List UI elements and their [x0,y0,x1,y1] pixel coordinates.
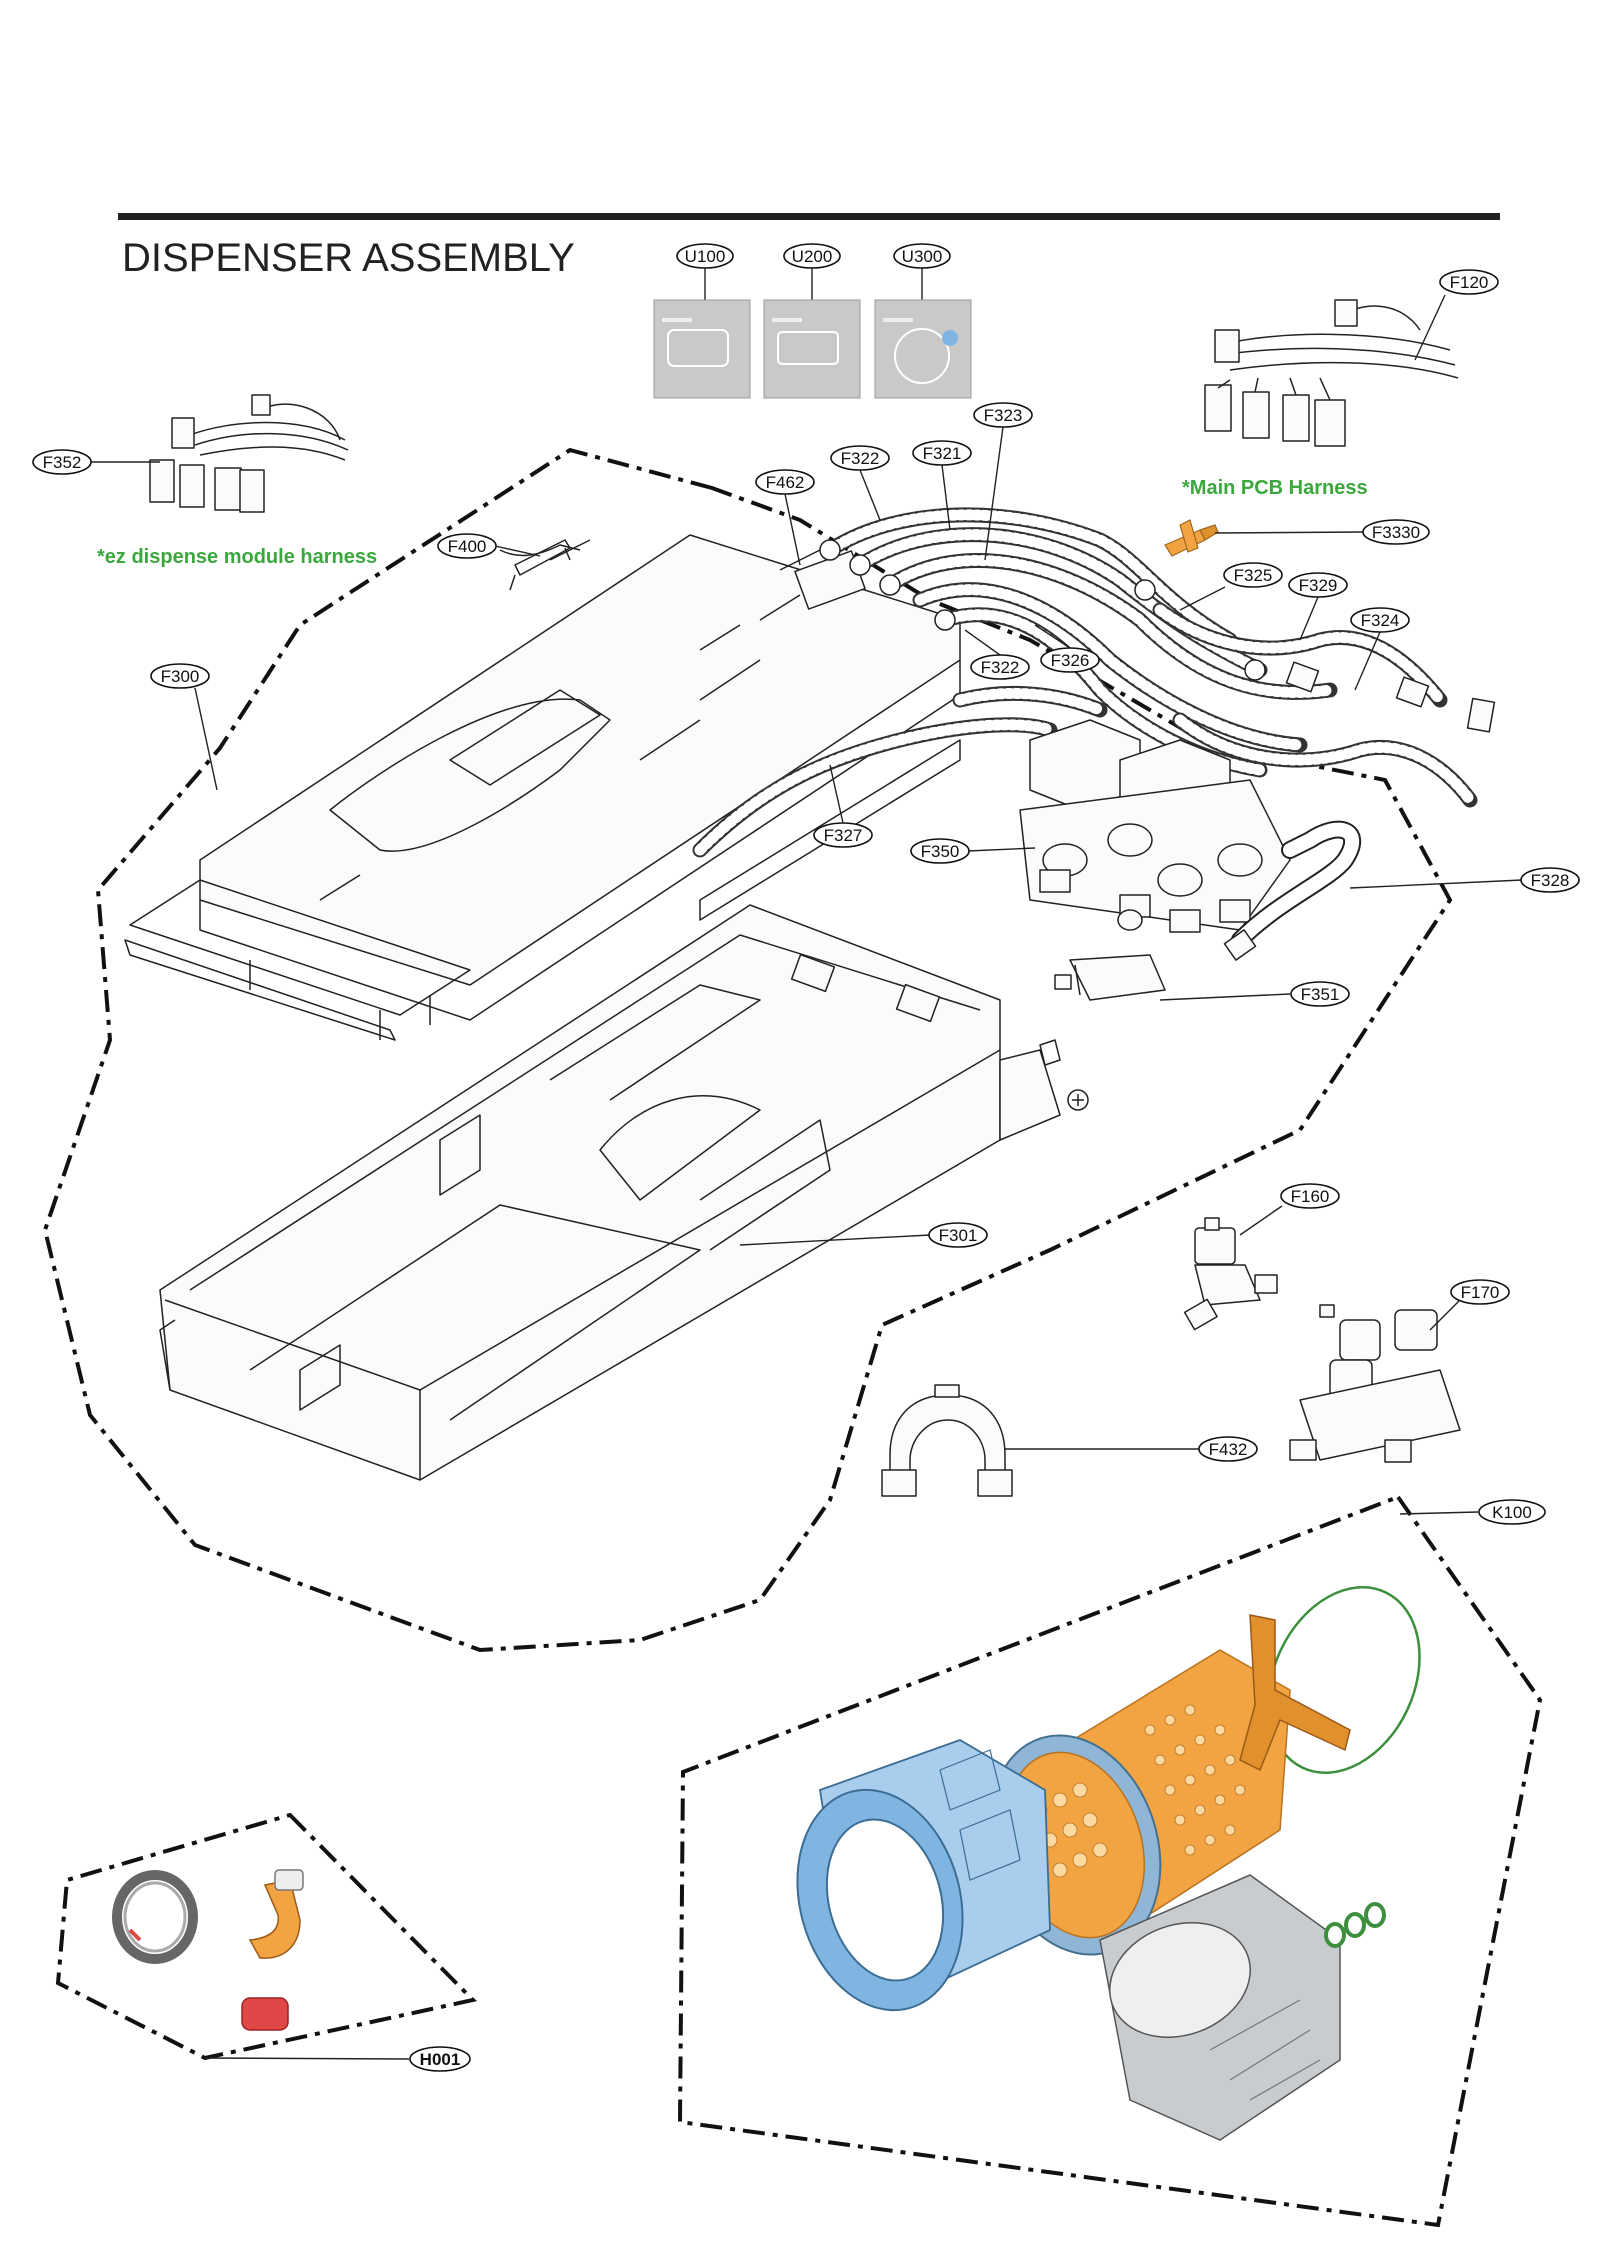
front-tub-blue [796,1739,1051,2012]
callout-bubble-f160 [1280,1183,1340,1209]
callout-f352: F352 [43,453,82,472]
callout-f322-top: F322 [841,449,880,468]
callout-bubble-f322-mid [970,654,1030,680]
callout-f170: F170 [1461,1283,1500,1302]
tub-drum-boundary [677,1494,1543,2228]
elbow-fitting-orange [248,1869,304,1959]
callout-f3330: F3330 [1372,523,1420,542]
pcb-card-u100: U100 [653,243,751,399]
callout-bubble-f432 [1198,1436,1258,1462]
pcb-card-u300: U300 [874,243,972,399]
callout-bubble-f328 [1520,867,1580,893]
callout-f328: F328 [1531,871,1570,890]
drum-spider [1239,1614,1351,1772]
pcb-card-u200: U200 [763,243,861,399]
part-f3330-fitting [1164,519,1219,557]
callout-bubble-f120 [1439,269,1499,295]
callout-bubble-f325 [1223,562,1283,588]
callout-bubble-f170 [1450,1279,1510,1305]
callout-f324: F324 [1361,611,1400,630]
note-ez-dispense-harness: *ez dispense module harness [97,546,377,568]
callout-f120: F120 [1450,273,1489,292]
callout-bubble-f323 [973,402,1033,428]
callout-u200: U200 [792,247,833,266]
page-title: DISPENSER ASSEMBLY [122,236,575,280]
ez-dispense-harness [149,394,349,513]
callout-h001: H001 [420,2050,461,2069]
callout-bubble-f350 [910,838,970,864]
callout-bubble-f3330 [1362,519,1430,545]
callout-f322-mid: F322 [981,658,1020,677]
callout-u300: U300 [902,247,943,266]
dispenser-top-housing [124,534,961,1041]
part-f170-valve [1289,1304,1461,1463]
callout-bubble-f352 [32,449,92,475]
callout-f321: F321 [923,444,962,463]
tub-o-ring [1267,1585,1421,1775]
part-f350-valve-block [1019,719,1291,933]
callout-f351: F351 [1301,985,1340,1004]
callout-f329: F329 [1299,576,1338,595]
callout-f160: F160 [1291,1187,1330,1206]
callout-bubble-f400 [437,533,497,559]
main-pcb-harness [1204,299,1459,447]
hose-kit-boundary [55,1812,477,2061]
callout-u100: U100 [685,247,726,266]
part-f351-sensor [1054,954,1166,1001]
bearing-seals [1324,1902,1386,1948]
part-f432-clamp [881,1384,1013,1497]
callout-f432: F432 [1209,1440,1248,1459]
callout-bubble-h001 [409,2046,471,2072]
callout-bubble-f327 [813,822,873,848]
callout-f325: F325 [1234,566,1273,585]
callout-bubble-f326 [1040,647,1100,673]
callout-bubble-f321 [912,440,972,466]
part-f160-valve [1183,1217,1278,1331]
callout-bubble-k100 [1478,1499,1546,1525]
red-coupler [241,1997,289,2031]
rear-tub-gray [1099,1874,1341,2141]
dispenser-lower-housing [159,904,1089,1481]
dispenser-assembly-boundary [42,447,1453,1653]
header-rule [118,213,1500,220]
callout-bubble-f462 [755,469,815,495]
callout-k100: K100 [1492,1503,1532,1522]
callout-bubble-f351 [1290,981,1350,1007]
callout-f400: F400 [448,537,487,556]
callout-f327: F327 [824,826,863,845]
callout-bubble-f322-top [830,445,890,471]
callout-f323: F323 [984,406,1023,425]
part-f328-u-hose [1223,820,1361,961]
door-gasket-ring [112,1870,198,1964]
callout-bubble-f301 [928,1222,988,1248]
callout-bubble-f300 [150,663,210,689]
callout-bubble-f329 [1288,572,1348,598]
part-f400-clip [509,539,571,591]
note-main-pcb-harness: *Main PCB Harness [1182,477,1368,499]
callout-f350: F350 [921,842,960,861]
callout-f326: F326 [1051,651,1090,670]
callout-f301: F301 [939,1226,978,1245]
callout-bubble-f324 [1350,607,1410,633]
callout-f462: F462 [766,473,805,492]
callout-f300: F300 [161,667,200,686]
